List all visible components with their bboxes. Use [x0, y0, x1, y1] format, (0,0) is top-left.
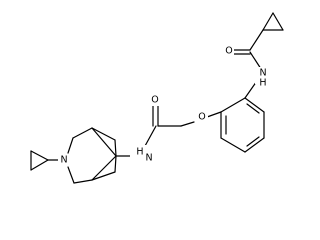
bond-bicyclic-2 — [72, 127, 93, 139]
nitrogen-top-label: N — [259, 68, 266, 79]
bond-bicyclic-4 — [114, 139, 117, 157]
oxygen-mid-label: O — [151, 95, 158, 106]
hydrogen-mid-label: H — [136, 147, 143, 158]
bond-bicyclic-9 — [91, 171, 116, 181]
nh-top-bg — [255, 67, 277, 84]
o-top-bg — [222, 44, 234, 56]
bond-benzene-4 — [220, 137, 246, 153]
o-ether-bg — [196, 111, 208, 123]
oxygen-ether-label: O — [198, 112, 205, 123]
bond-cyclopropyl-left-2 — [30, 159, 49, 171]
o-mid-bg — [149, 94, 161, 106]
bond-benzene-3 — [244, 137, 265, 153]
bond-lines — [30, 12, 284, 184]
bond-bicyclic-1 — [91, 127, 117, 157]
bond-bicyclic-3 — [91, 127, 116, 141]
bond-cyclopropyl-top-2 — [262, 12, 274, 31]
bond-benzene-inner-1 — [246, 103, 260, 114]
atom-labels: O N H O O H N N — [58, 44, 277, 166]
n-ring-bg — [58, 154, 70, 166]
bond-bicyclic-6 — [67, 166, 75, 184]
hydrogen-top-label: H — [259, 78, 266, 89]
molecule-canvas: O N H O O H N N — [30, 12, 284, 184]
bond-benzene-1 — [244, 97, 265, 113]
bond-benzene-inner-2 — [246, 136, 260, 147]
nitrogen-ring-label: N — [60, 155, 67, 166]
bond-bicyclic-10 — [114, 155, 117, 173]
bond-benzene-6 — [220, 97, 246, 113]
oxygen-top-label: O — [225, 46, 232, 57]
molecule-structure: O N H O O H N N — [30, 12, 284, 184]
bond-bicyclic-8 — [91, 155, 117, 181]
bond-ring-to-ether-o — [206, 111, 222, 118]
nh-mid-bg — [130, 145, 154, 163]
bond-bicyclic-7 — [73, 179, 93, 184]
bond-bicyclic-5 — [67, 137, 74, 154]
bond-ether-o-to-ch2 — [180, 121, 195, 127]
bond-cyclopropyl-top-3 — [272, 12, 284, 31]
bond-cyclopropyl-left-1 — [30, 150, 49, 161]
nitrogen-mid-label: N — [145, 153, 152, 164]
bond-cyclopropyl-to-carbonyl — [249, 29, 264, 51]
bond-carbonyl-to-n-mid — [144, 125, 157, 147]
